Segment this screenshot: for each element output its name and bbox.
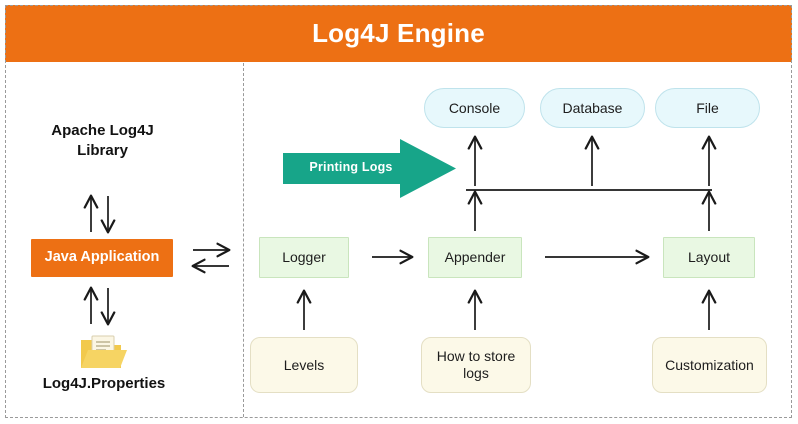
pipeline-logger-box[interactable]: Logger — [259, 237, 349, 278]
pipeline-logger-label: Logger — [282, 249, 326, 266]
output-database-label: Database — [562, 99, 623, 116]
printing-logs-label: Printing Logs — [309, 160, 393, 174]
detail-how-to-store-logs-line1: How to store — [436, 348, 516, 365]
detail-levels-box[interactable]: Levels — [250, 337, 358, 393]
log4j-properties-label: Log4J.Properties — [42, 375, 166, 392]
detail-levels-label: Levels — [283, 356, 325, 373]
pipeline-layout-box[interactable]: Layout — [663, 237, 755, 278]
edge-app-to-properties — [91, 288, 108, 324]
java-application-label: Java Application — [44, 249, 160, 266]
apache-log4j-library-label: Apache Log4J Library — [20, 121, 185, 162]
detail-customization-box[interactable]: Customization — [652, 337, 767, 393]
panel-divider — [243, 63, 244, 417]
folder-icon — [81, 335, 127, 368]
edge-library-to-app — [91, 196, 108, 232]
page-title: Log4J Engine — [312, 18, 485, 48]
pipeline-layout-label: Layout — [687, 249, 731, 266]
header-bar: Log4J Engine — [5, 5, 792, 62]
detail-how-to-store-logs-label: How to store logs — [437, 348, 516, 381]
detail-how-to-store-logs-line2: logs — [463, 365, 489, 381]
edge-app-to-engine — [193, 250, 229, 266]
detail-how-to-store-logs-box[interactable]: How to store logs — [421, 337, 531, 393]
output-file-label: File — [696, 99, 719, 116]
printing-logs-arrow — [283, 139, 456, 198]
output-database-pill[interactable]: Database — [540, 88, 645, 128]
apache-log4j-library-label-line1: Apache Log4J — [51, 122, 154, 139]
output-console-label: Console — [448, 99, 501, 116]
apache-log4j-library-label-line2: Library — [77, 142, 128, 160]
pipeline-appender-box[interactable]: Appender — [428, 237, 522, 278]
output-file-pill[interactable]: File — [655, 88, 760, 128]
pipeline-appender-label: Appender — [444, 249, 506, 266]
java-application-box[interactable]: Java Application — [31, 239, 173, 277]
output-console-pill[interactable]: Console — [424, 88, 525, 128]
detail-customization-label: Customization — [665, 356, 754, 373]
